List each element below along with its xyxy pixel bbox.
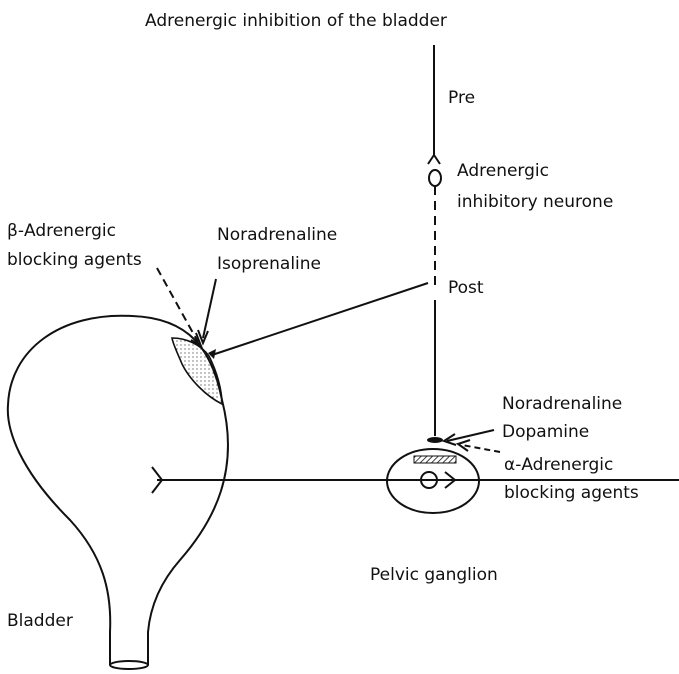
label-pelvic-ganglion: Pelvic ganglion (370, 565, 498, 585)
fibre-to-bladder (212, 283, 428, 355)
label-pre: Pre (448, 88, 475, 108)
label-post: Post (448, 278, 484, 298)
diagram-title: Adrenergic inhibition of the bladder (145, 11, 447, 31)
adrenergic-neurone-cell (429, 170, 441, 186)
label-beta-blocker-2: blocking agents (7, 250, 142, 270)
label-bladder-agonist-2: Isoprenaline (217, 254, 321, 274)
label-alpha-blocker-1: α-Adrenergic (504, 455, 613, 475)
bladder-agonist-arrow (203, 279, 216, 338)
bladder-neck (110, 661, 148, 669)
bladder-beta-receptor-region (172, 338, 222, 404)
pre-synapse-fork (428, 155, 440, 164)
label-beta-blocker-1: β-Adrenergic (7, 221, 116, 241)
label-adrenergic-neurone-2: inhibitory neurone (457, 192, 613, 212)
beta-blocker-arrow (157, 268, 198, 342)
label-bladder-agonist-1: Noradrenaline (217, 225, 337, 245)
ganglion-nerve-terminal (427, 437, 443, 443)
label-ganglion-agonist-1: Noradrenaline (502, 394, 622, 414)
label-bladder: Bladder (7, 611, 73, 631)
label-adrenergic-neurone-1: Adrenergic (457, 161, 549, 181)
label-alpha-blocker-2: blocking agents (504, 483, 639, 503)
label-ganglion-agonist-2: Dopamine (502, 422, 589, 442)
ganglion-alpha-receptor-region (414, 456, 456, 463)
